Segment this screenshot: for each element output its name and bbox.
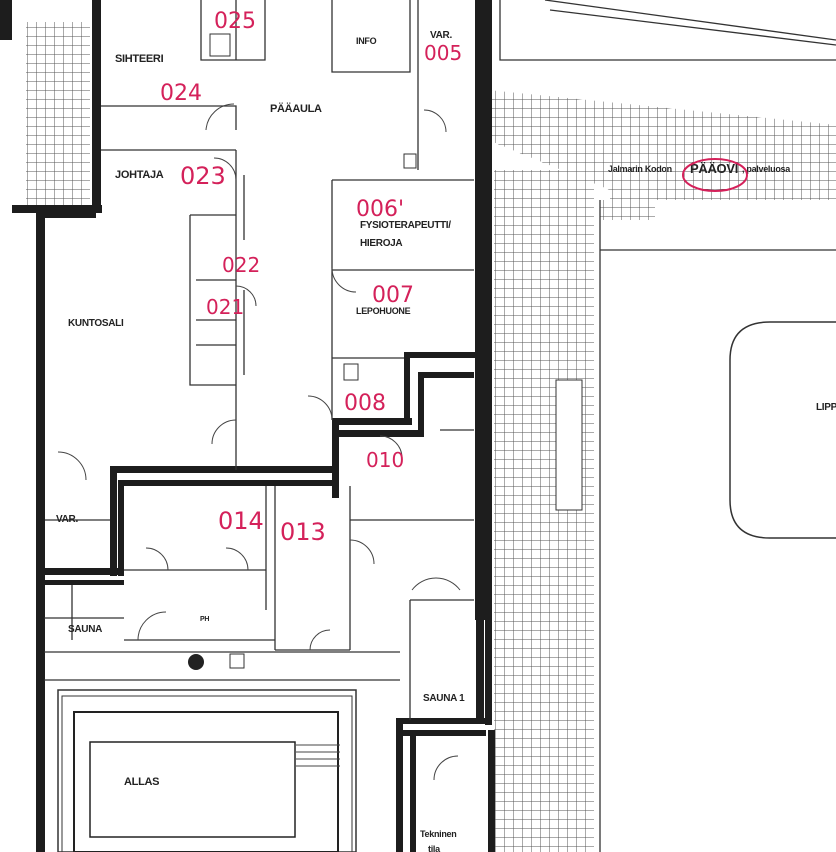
room-label-paaaula: PÄÄAULA (270, 102, 322, 115)
room-label-var-left: VAR. (56, 514, 78, 525)
room-label-kuntosali: KUNTOSALI (68, 318, 124, 329)
partition-walls (44, 0, 836, 852)
room-label-var-top: VAR. (430, 30, 452, 41)
room-label-fysioterapeutti: FYSIOTERAPEUTTI/ (360, 220, 451, 231)
room-label-allas: ALLAS (124, 776, 159, 788)
annotation-014: 014 (218, 507, 264, 535)
annotation-007: 007 (372, 283, 414, 308)
annotation-021: 021 (206, 295, 244, 319)
annotation-024: 024 (160, 81, 202, 106)
door-swings (57, 33, 461, 781)
entrance-highlight: PÄÄOVI (690, 161, 738, 176)
annotation-022: 022 (222, 253, 260, 277)
room-label-tila: tila (428, 844, 441, 852)
annotation-010: 010 (366, 448, 404, 472)
annotation-025: 025 (214, 9, 256, 34)
annotation-013: 013 (280, 518, 326, 546)
annotation-005: 005 (424, 41, 462, 65)
pool-area (57, 689, 357, 852)
room-label-tekninen: Tekninen (420, 829, 456, 839)
room-label-lepohuone: LEPOHUONE (356, 306, 411, 316)
entrance-suffix: , palveluosa (742, 164, 791, 174)
ticket-hall-outline (729, 321, 836, 539)
room-label-lippu: LIPP (816, 402, 836, 413)
room-label-sauna1: SAUNA 1 (423, 693, 465, 704)
room-number-annotations: 025 005 024 023 006' 022 021 007 008 010… (160, 9, 462, 546)
entrance-prefix: Jalmarin Kodon (608, 164, 672, 174)
annotation-023: 023 (180, 162, 226, 190)
annotation-008: 008 (344, 391, 386, 416)
room-label-sihteeri: SIHTEERI (115, 53, 164, 65)
main-entrance-label: Jalmarin Kodon PÄÄOVI , palveluosa (608, 158, 792, 192)
tiled-walkways (26, 22, 836, 852)
annotation-006: 006' (356, 197, 404, 222)
room-label-info: INFO (356, 36, 377, 46)
entrance-circle-mark (682, 158, 748, 192)
room-label-ph: PH (200, 616, 209, 623)
room-labels: SIHTEERI PÄÄAULA JOHTAJA INFO VAR. FYSIO… (56, 30, 836, 852)
room-label-hieroja: HIEROJA (360, 238, 402, 249)
structural-walls (0, 0, 495, 852)
room-label-sauna: SAUNA (68, 624, 102, 635)
room-label-johtaja: JOHTAJA (115, 169, 164, 181)
